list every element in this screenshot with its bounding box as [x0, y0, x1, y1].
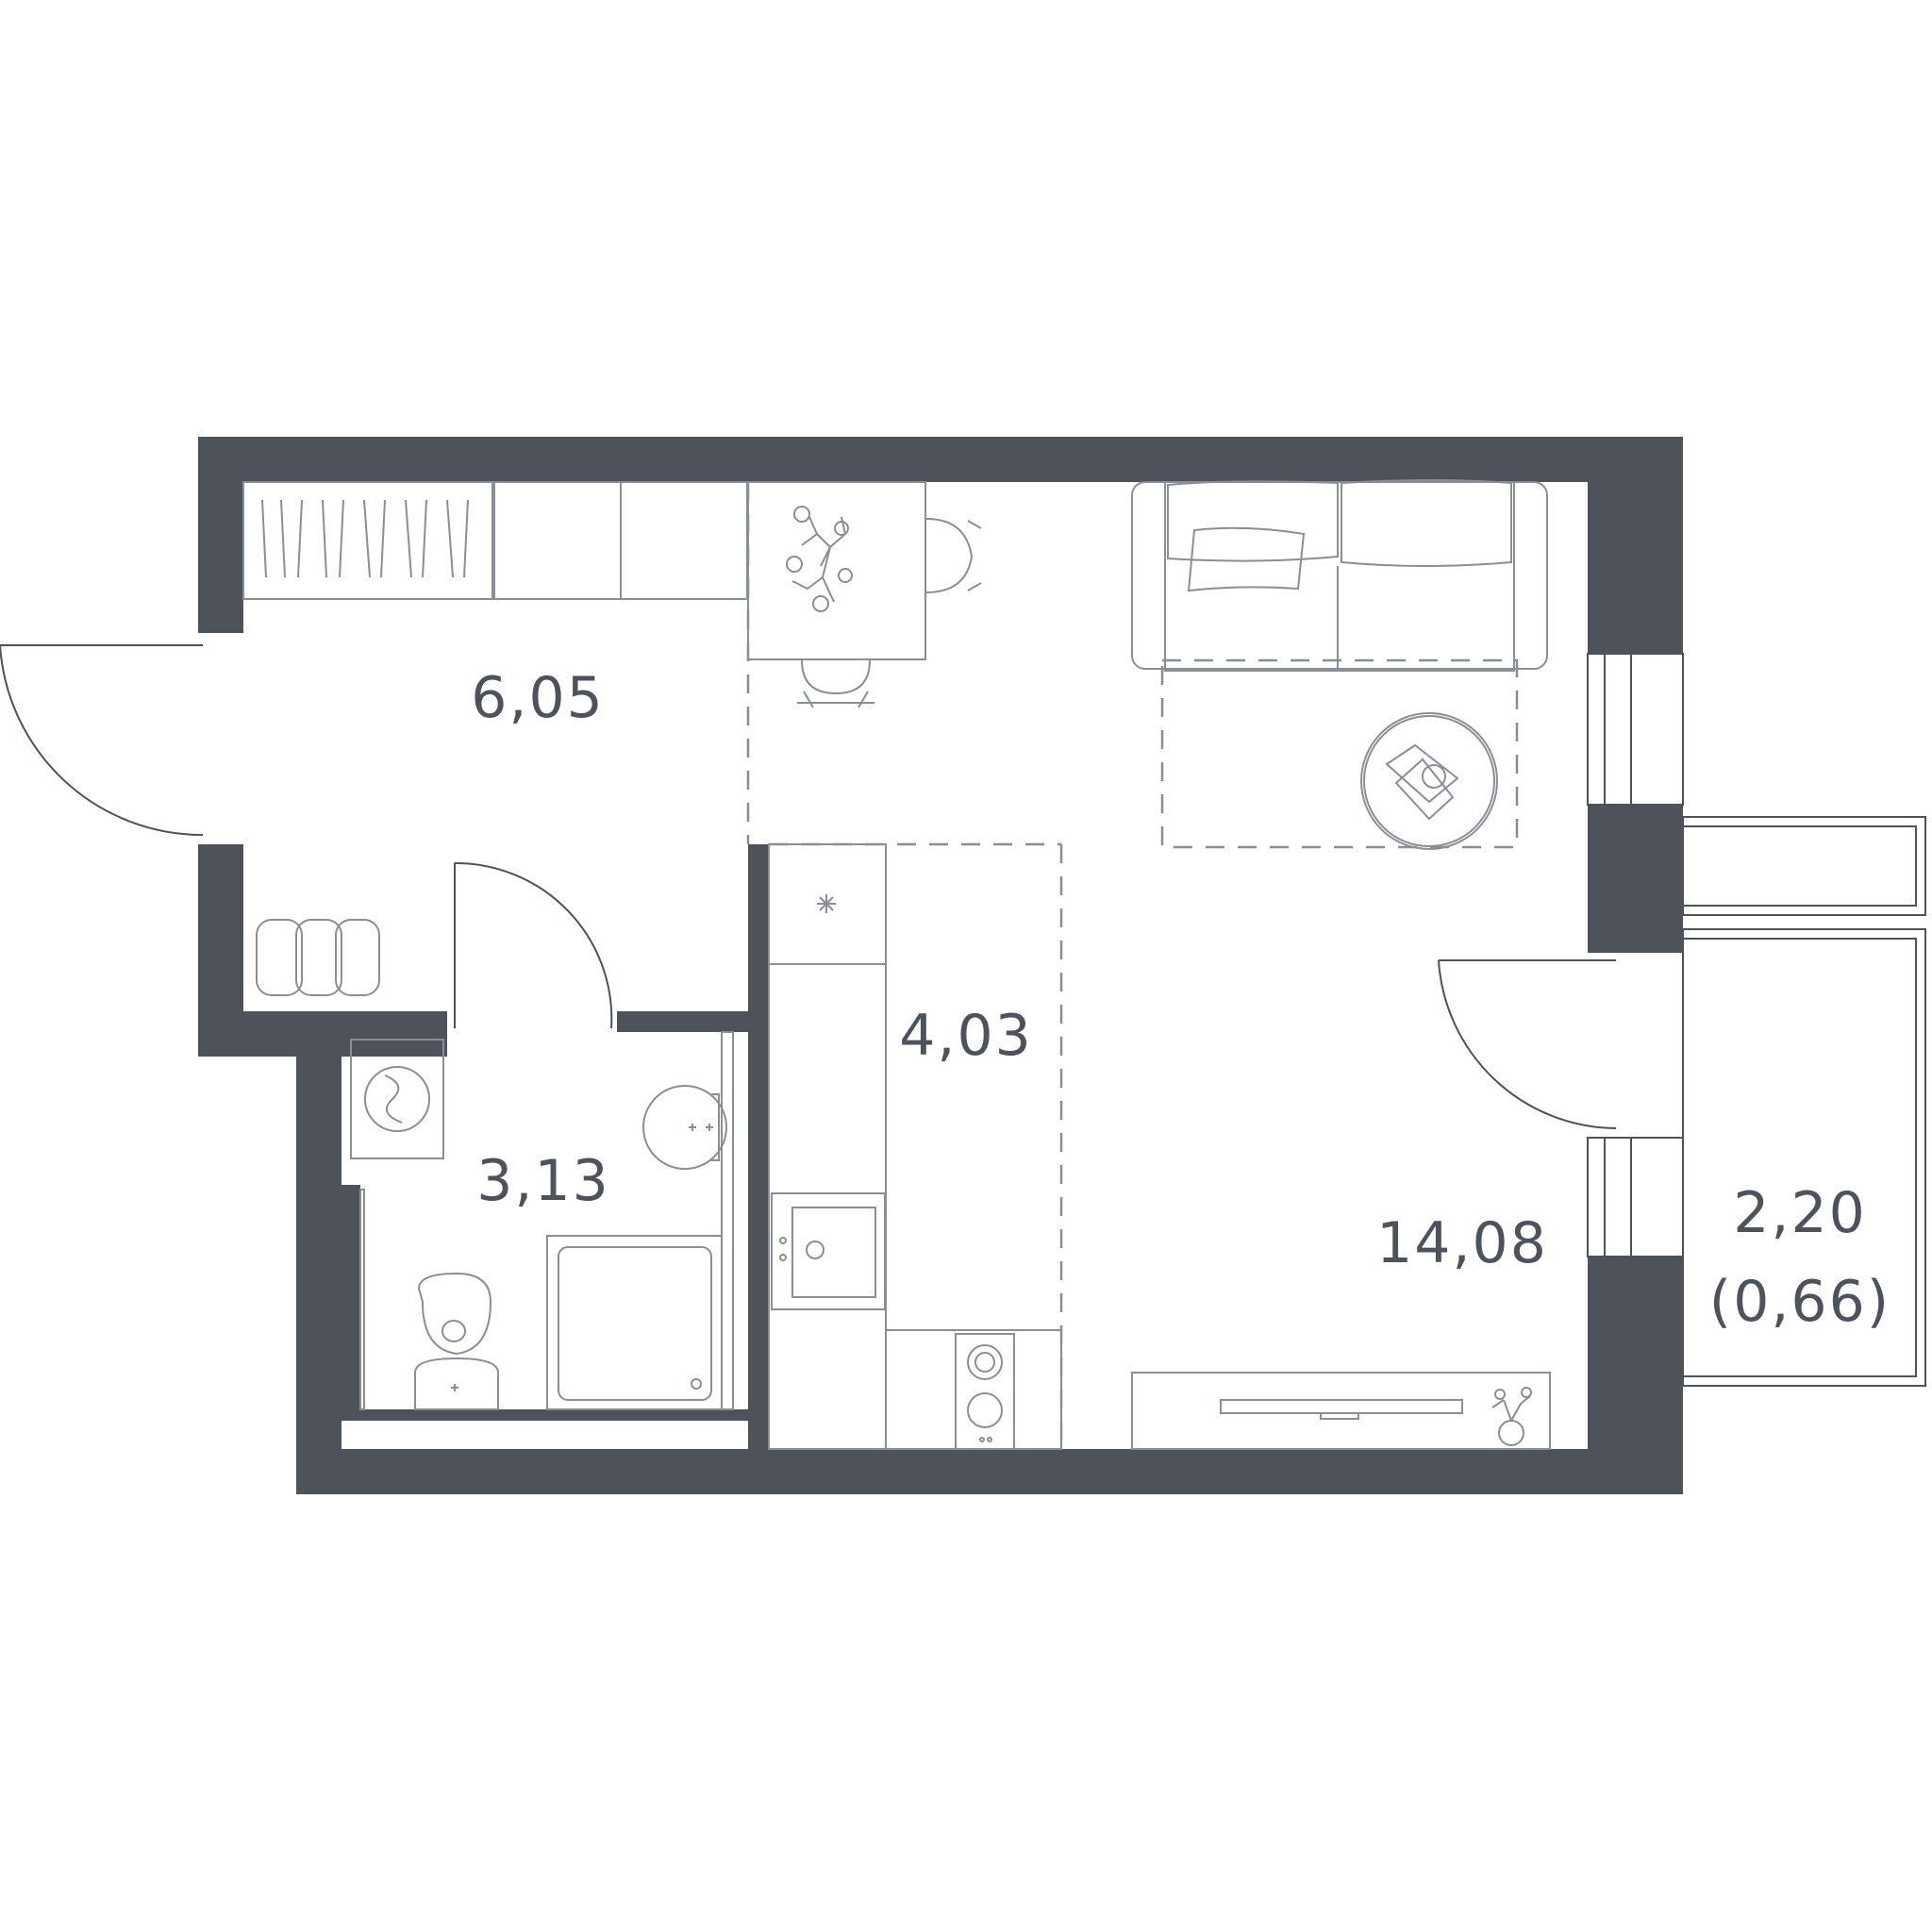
- area-label-loggia: 2,20: [1733, 1180, 1867, 1246]
- tv-console: [1131, 1372, 1551, 1450]
- loggia-outline: [1682, 816, 1926, 1387]
- area-label-hall: 6,05: [471, 665, 605, 731]
- pouf-bench: [256, 919, 380, 996]
- area-label-kitchen: 4,03: [899, 1003, 1033, 1069]
- walls: [198, 437, 1683, 1494]
- area-label-living-room: 14,08: [1376, 1210, 1548, 1276]
- wardrobe: [242, 481, 748, 600]
- windows: [1587, 653, 1684, 1257]
- coffee-table: [1360, 712, 1498, 850]
- area-label-loggia-reduced: (0,66): [1709, 1269, 1890, 1335]
- area-label-bathroom: 3,13: [476, 1148, 610, 1214]
- doors: [0, 644, 1617, 1129]
- dining-set: [747, 481, 982, 708]
- sofa: [1131, 479, 1548, 672]
- kitchen-furniture: [768, 843, 1062, 1450]
- area-labels: 6,05 3,13 4,03 14,08 2,20 (0,66): [471, 665, 1890, 1335]
- bathroom-fixtures: [350, 1031, 734, 1410]
